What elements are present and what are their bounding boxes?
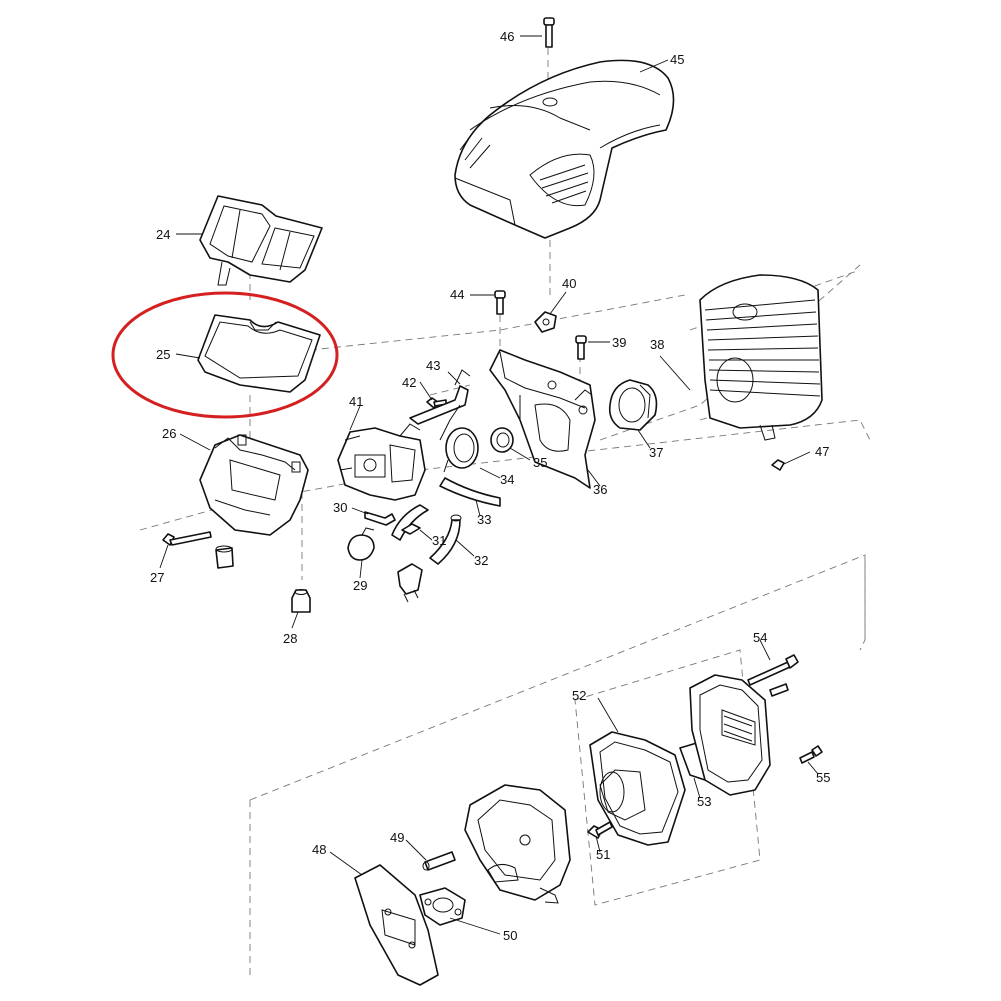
callout-44: 44 [450, 287, 464, 302]
callout-34: 34 [500, 472, 514, 487]
part-45-top-cover [454, 59, 675, 239]
part-55-screw [799, 745, 823, 764]
part-33-impulse-hose [439, 477, 501, 507]
part-43-throttle-bracket [409, 369, 471, 441]
part-40-clip-nut [534, 311, 557, 333]
callout-32: 32 [474, 553, 488, 568]
callout-36: 36 [593, 482, 607, 497]
part-34-intake-gasket [443, 427, 479, 473]
callout-50: 50 [503, 928, 517, 943]
part-32-fuel-line [429, 514, 462, 565]
part-41-carburetor [337, 423, 426, 501]
callout-37: 37 [649, 445, 663, 460]
part-31-fuel-hose [391, 504, 429, 541]
part-fuel-fitting [397, 563, 423, 603]
part-25-highlight-circle [111, 291, 339, 419]
part-25-filter-element [197, 314, 321, 393]
callout-51: 51 [596, 847, 610, 862]
part-46-screw [543, 17, 555, 48]
callout-31: 31 [432, 533, 446, 548]
callout-26: 26 [162, 426, 176, 441]
part-49-spacer-tube [422, 851, 456, 871]
part-29-primer-bulb [347, 527, 375, 561]
callout-30: 30 [333, 500, 347, 515]
part-44-screw [494, 290, 506, 315]
part-50-muffler-gasket [419, 887, 466, 926]
part-27-sleeve [215, 545, 234, 569]
part-37-intake-boot [608, 379, 658, 431]
part-36-intake-bracket [489, 349, 596, 489]
callout-47: 47 [815, 444, 829, 459]
callout-42: 42 [402, 375, 416, 390]
callout-53: 53 [697, 794, 711, 809]
callout-29: 29 [353, 578, 367, 593]
part-26-air-filter-base [199, 434, 309, 536]
part-30-choke-link [364, 511, 396, 526]
callout-39: 39 [612, 335, 626, 350]
callout-43: 43 [426, 358, 440, 373]
callout-38: 38 [650, 337, 664, 352]
callout-35: 35 [533, 455, 547, 470]
part-muffler-cover [689, 674, 771, 796]
callout-40: 40 [562, 276, 576, 291]
callout-labels: 46 45 24 25 26 27 28 29 30 31 32 33 34 3… [150, 29, 830, 943]
callout-leader-lines [159, 35, 819, 935]
callout-46: 46 [500, 29, 514, 44]
callout-48: 48 [312, 842, 326, 857]
callout-49: 49 [390, 830, 404, 845]
callout-52: 52 [572, 688, 586, 703]
part-27-bolt [162, 531, 212, 546]
part-47-small-screw [771, 459, 785, 471]
part-24-air-filter-frame [199, 195, 323, 286]
callout-33: 33 [477, 512, 491, 527]
part-48-heat-shield [354, 864, 439, 986]
callout-24: 24 [156, 227, 170, 242]
callout-55: 55 [816, 770, 830, 785]
callout-27: 27 [150, 570, 164, 585]
callout-25: 25 [156, 347, 170, 362]
part-52-muffler-plate [589, 731, 686, 846]
part-35-spacer-ring [490, 427, 514, 453]
part-28-rubber-mount [291, 589, 311, 613]
callout-41: 41 [349, 394, 363, 409]
part-38-cylinder [699, 274, 823, 441]
part-muffler-body [464, 784, 571, 904]
callout-45: 45 [670, 52, 684, 67]
callout-28: 28 [283, 631, 297, 646]
callout-54: 54 [753, 630, 767, 645]
part-54-long-bolt [747, 654, 799, 697]
part-51-screw [587, 821, 613, 839]
part-39-screw [575, 335, 587, 360]
